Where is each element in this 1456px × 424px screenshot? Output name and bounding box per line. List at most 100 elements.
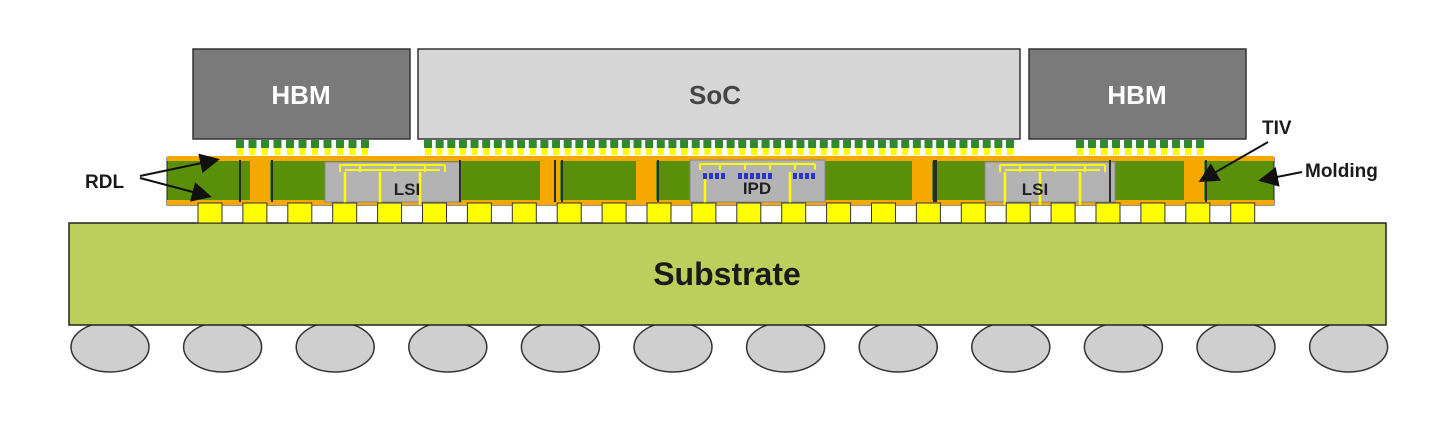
micro-bump-pad <box>656 140 665 148</box>
micro-bump-pad <box>796 140 805 148</box>
c4-bump <box>287 202 313 224</box>
c4-bump <box>826 202 852 224</box>
micro-bump-pad <box>936 140 945 148</box>
micro-bump <box>312 148 318 155</box>
micro-bump-pad <box>877 140 886 148</box>
substrate-label: Substrate <box>653 256 801 292</box>
micro-bump <box>983 148 990 155</box>
ipd-label: IPD <box>743 179 771 198</box>
lsi-bridge-left: LSI <box>324 161 462 205</box>
micro-bump-pad <box>971 140 980 148</box>
micro-bump-pad <box>691 140 700 148</box>
micro-bump <box>237 148 243 155</box>
micro-bump-pad <box>248 140 257 148</box>
micro-bump-pad <box>1148 140 1156 148</box>
micro-bump <box>809 148 816 155</box>
micro-bump-pad <box>1112 140 1120 148</box>
micro-bump-pad <box>749 140 758 148</box>
c4-bump <box>646 202 672 224</box>
c4-bump <box>422 202 447 224</box>
c4-bump <box>1005 202 1031 224</box>
micro-bump-pad <box>610 140 619 148</box>
c4-bump <box>871 202 896 224</box>
micro-bump-pad <box>563 140 572 148</box>
lsi-left-label: LSI <box>394 180 420 199</box>
solder-ball <box>182 321 263 373</box>
micro-bump-pad <box>831 140 840 148</box>
micro-bump-pad <box>298 140 307 148</box>
c4-bump-row <box>197 202 1256 224</box>
micro-bump <box>657 148 664 155</box>
solder-ball <box>70 321 150 373</box>
micro-bump <box>324 148 331 155</box>
micro-bump-pad <box>680 140 689 148</box>
micro-bump-pad <box>621 140 630 148</box>
c4-bump <box>332 202 358 224</box>
micro-bump <box>867 148 874 155</box>
ipd-capacitor <box>756 173 760 179</box>
ipd-capacitor <box>762 173 766 179</box>
c4-bump <box>1095 202 1121 224</box>
c4-bump <box>691 202 717 224</box>
c4-bump <box>1185 202 1211 224</box>
ipd-capacitor <box>750 173 754 179</box>
micro-bump-pad <box>540 140 549 148</box>
micro-bump-pad <box>982 140 991 148</box>
micro-bump <box>622 148 629 155</box>
micro-bump <box>890 148 897 155</box>
micro-bump <box>774 148 781 155</box>
micro-bump-pad <box>668 140 677 148</box>
micro-bump-pad <box>1160 140 1168 148</box>
ipd-capacitor <box>715 173 719 179</box>
micro-bump <box>249 148 256 155</box>
micro-bump <box>459 148 466 155</box>
lsi-right-label: LSI <box>1022 180 1048 199</box>
c4-bump <box>1050 202 1076 224</box>
micro-bump-pad <box>598 140 607 148</box>
tiv-callout-label: TIV <box>1262 118 1292 139</box>
tiv-pillar <box>912 160 932 202</box>
hbm-left-label: HBM <box>271 80 330 110</box>
hbm-left-die <box>192 48 411 140</box>
solder-ball-row <box>70 321 1389 373</box>
hbm-right-label: HBM <box>1107 80 1166 110</box>
solder-ball <box>858 321 938 373</box>
micro-bump-pad <box>703 140 712 148</box>
micro-bump <box>750 148 757 155</box>
micro-bump <box>1007 148 1013 155</box>
micro-bump <box>1089 148 1095 155</box>
micro-bump <box>1137 148 1143 155</box>
micro-bump-pad <box>361 140 369 148</box>
micro-bump-pad <box>738 140 747 148</box>
micro-bump <box>669 148 676 155</box>
micro-bump-pad <box>715 140 723 148</box>
micro-bump-pad <box>273 140 282 148</box>
micro-bump <box>844 148 851 155</box>
micro-bump <box>1185 148 1191 155</box>
tiv-pillar <box>636 160 656 202</box>
micro-bump <box>937 148 944 155</box>
c4-bump <box>1140 202 1166 224</box>
micro-bump-pad <box>633 140 642 148</box>
micro-bump <box>902 148 909 155</box>
micro-bump <box>797 148 804 155</box>
micro-bump <box>785 148 792 155</box>
micro-bump <box>425 148 431 155</box>
micro-bump <box>1149 148 1155 155</box>
micro-bump-pad <box>575 140 584 148</box>
c4-bump <box>781 202 807 224</box>
micro-bump <box>337 148 343 155</box>
solder-ball <box>1083 321 1164 373</box>
micro-bump-pad <box>1124 140 1132 148</box>
micro-bump <box>972 148 979 155</box>
micro-bump <box>1113 148 1119 155</box>
c4-bump <box>511 202 537 224</box>
micro-bump-pad <box>286 140 294 148</box>
ipd-capacitor-array <box>703 173 815 179</box>
micro-bump-pad <box>784 140 793 148</box>
tiv-pillar <box>540 160 560 202</box>
micro-bump <box>541 148 548 155</box>
micro-bump <box>587 148 594 155</box>
micro-bump <box>494 148 501 155</box>
micro-bump <box>448 148 455 155</box>
